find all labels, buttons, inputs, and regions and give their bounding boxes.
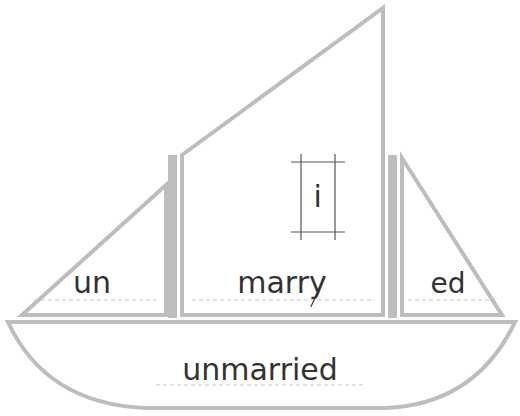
letter-grid-line xyxy=(300,154,301,240)
word-part: marry xyxy=(237,265,327,301)
word-part: ed xyxy=(431,266,466,302)
sail-outline xyxy=(402,158,502,315)
sail-outline xyxy=(182,8,383,315)
word-part: unmarried xyxy=(182,352,338,388)
left-mast xyxy=(168,155,177,318)
whole-word-hull: unmarried xyxy=(6,318,518,412)
letter-grid-line xyxy=(291,161,345,162)
prefix-sail: un xyxy=(20,183,172,319)
sail-outline xyxy=(22,185,166,315)
letter-grid-line xyxy=(334,154,335,240)
word-part: i xyxy=(314,179,322,215)
suffix-sail: ed xyxy=(398,154,506,319)
replacement-letter-box: i xyxy=(291,154,345,240)
letter-grid-line xyxy=(291,231,345,232)
word-part: un xyxy=(73,265,111,301)
hull-outline xyxy=(8,322,515,408)
right-mast xyxy=(388,155,397,318)
base-word-sail: marry i xyxy=(180,6,386,319)
